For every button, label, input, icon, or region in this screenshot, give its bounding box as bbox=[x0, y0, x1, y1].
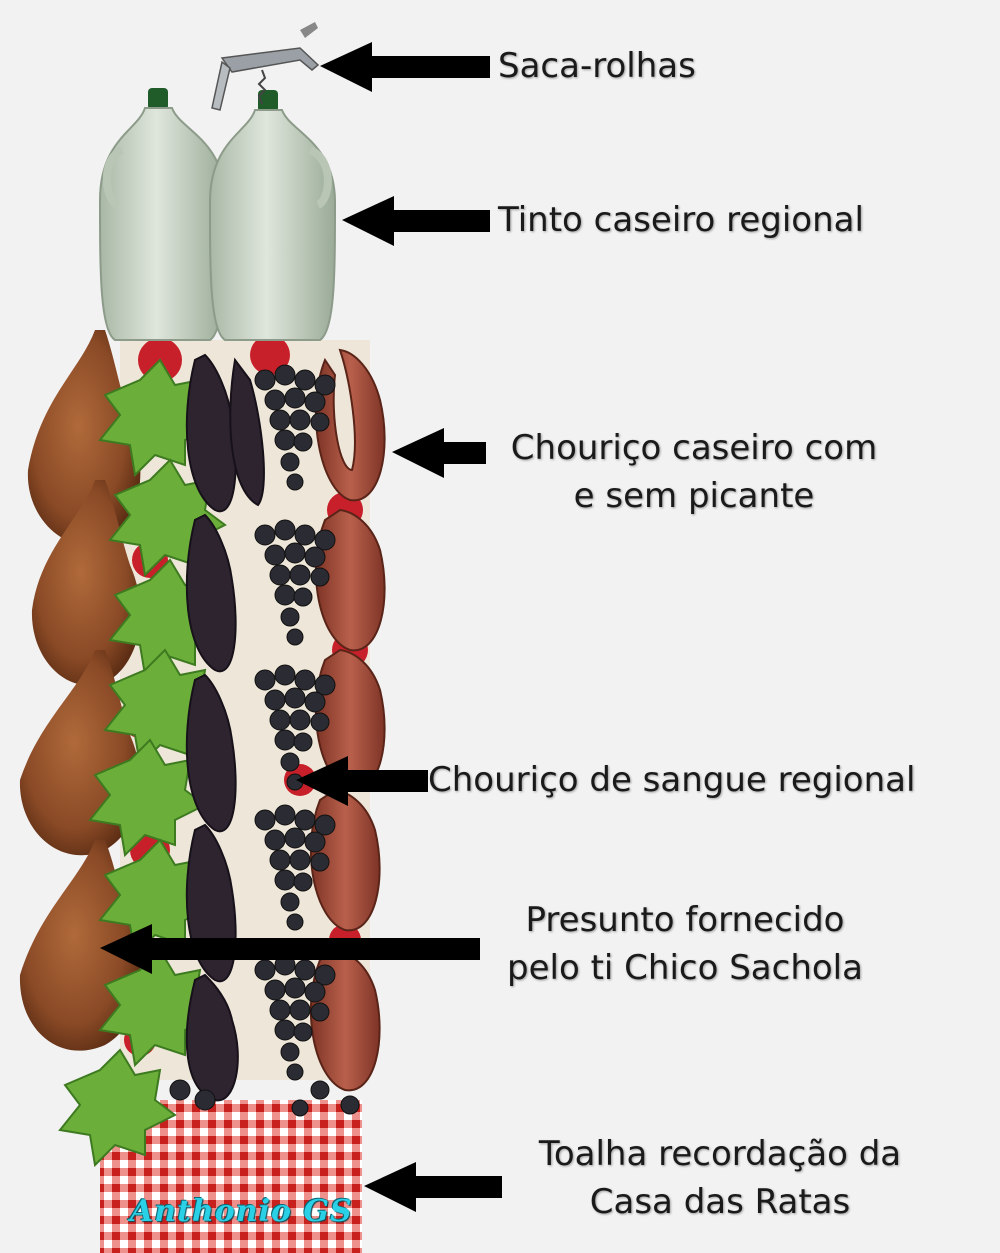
arrow-chorizo bbox=[392, 428, 486, 478]
arrow-ham bbox=[100, 924, 480, 974]
artist-signature: Anthonio GS bbox=[130, 1194, 353, 1229]
label-chorizo-line1: Chouriço caseiro com bbox=[510, 428, 878, 468]
label-corkscrew: Saca-rolhas bbox=[498, 42, 696, 90]
grapes-image bbox=[169, 364, 360, 1117]
arrow-corkscrew bbox=[320, 42, 490, 92]
label-chorizo-line2: e sem picante bbox=[573, 476, 815, 516]
label-ham-line2: pelo ti Chico Sachola bbox=[507, 948, 863, 988]
vine-leaves-image bbox=[58, 358, 227, 1168]
label-wine: Tinto caseiro regional bbox=[498, 196, 864, 244]
label-ham-line1: Presunto fornecido bbox=[525, 900, 845, 940]
label-chorizo: Chouriço caseiro com e sem picante bbox=[484, 424, 904, 520]
corkscrew-image bbox=[211, 22, 320, 111]
demijohn-image bbox=[98, 88, 337, 341]
label-ham: Presunto fornecido pelo ti Chico Sachola bbox=[480, 896, 890, 992]
label-tablecloth: Toalha recordação da Casa das Ratas bbox=[505, 1130, 935, 1226]
label-corkscrew-text: Saca-rolhas bbox=[498, 46, 696, 86]
label-tablecloth-line2: Casa das Ratas bbox=[589, 1182, 851, 1222]
label-blood-sausage-text: Chouriço de sangue regional bbox=[428, 760, 916, 800]
arrow-wine bbox=[342, 196, 490, 246]
label-tablecloth-line1: Toalha recordação da bbox=[538, 1134, 902, 1174]
label-wine-text: Tinto caseiro regional bbox=[498, 200, 864, 240]
arrow-blood-sausage bbox=[296, 756, 428, 806]
label-blood-sausage: Chouriço de sangue regional bbox=[428, 756, 915, 804]
arrow-tablecloth bbox=[364, 1162, 502, 1212]
